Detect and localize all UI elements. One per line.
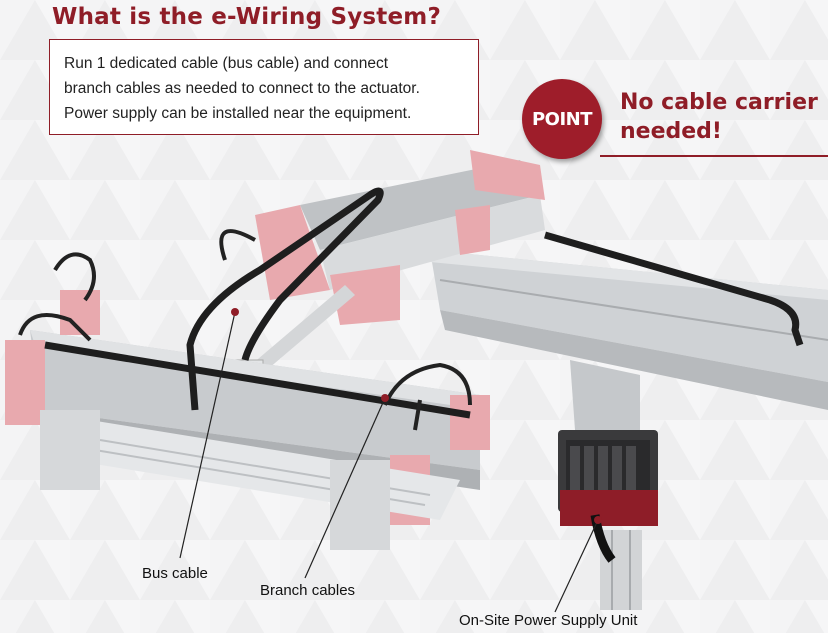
point-message: No cable carrier needed! bbox=[620, 88, 818, 146]
power-supply-label: On-Site Power Supply Unit bbox=[459, 612, 638, 629]
bus-cable-label: Bus cable bbox=[142, 565, 208, 582]
leader-dots bbox=[231, 308, 602, 524]
power-supply-unit bbox=[558, 430, 658, 563]
description-line: branch cables as needed to connect to th… bbox=[64, 80, 420, 97]
long-rail bbox=[430, 250, 828, 410]
branch-cables bbox=[18, 229, 472, 431]
point-message-line: No cable carrier bbox=[620, 90, 818, 115]
branch-cables-label: Branch cables bbox=[260, 582, 356, 599]
description-line: Power supply can be installed near the e… bbox=[64, 105, 412, 122]
lower-actuator bbox=[5, 290, 490, 550]
page-title: What is the e-Wiring System? bbox=[52, 4, 442, 30]
description-line: Run 1 dedicated cable (bus cable) and co… bbox=[64, 55, 388, 72]
point-underline bbox=[600, 155, 828, 157]
leader-lines bbox=[179, 311, 599, 613]
description-box: Run 1 dedicated cable (bus cable) and co… bbox=[49, 39, 479, 135]
point-message-line: needed! bbox=[620, 119, 722, 144]
point-badge: POINT bbox=[522, 79, 602, 159]
bus-cable bbox=[44, 187, 804, 419]
upper-actuator bbox=[255, 150, 545, 325]
